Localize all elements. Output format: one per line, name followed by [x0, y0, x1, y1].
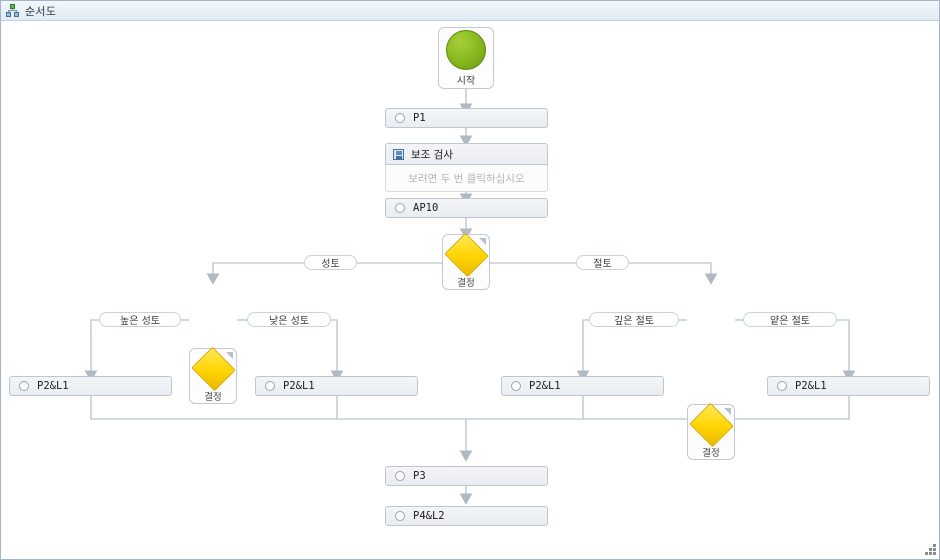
process-node-p4l2[interactable]: P4&L2: [385, 506, 548, 526]
process-label: P4&L2: [413, 510, 445, 522]
node-bullet-icon: [777, 381, 787, 391]
edge-label-shallow-cut: 얕은 절토: [743, 312, 837, 327]
node-bullet-icon: [395, 471, 405, 481]
edge-label-deep-cut: 깊은 절토: [589, 312, 679, 327]
node-bullet-icon: [265, 381, 275, 391]
start-label: 시작: [456, 75, 476, 87]
process-label: P1: [413, 112, 426, 124]
result-node-2[interactable]: P2&L1: [255, 376, 418, 396]
decision-label: 결정: [702, 448, 720, 459]
connector-lines: [84, 89, 856, 505]
decision-corner-marker-icon: [724, 408, 731, 415]
start-circle-icon: [446, 29, 486, 70]
result-node-4[interactable]: P2&L1: [767, 376, 930, 396]
node-bullet-icon: [19, 381, 29, 391]
process-label: AP10: [413, 202, 439, 214]
subprocess-title: 보조 검사: [411, 148, 453, 161]
process-node-p3[interactable]: P3: [385, 466, 548, 486]
result-node-1[interactable]: P2&L1: [9, 376, 172, 396]
edge-label-high-fill: 높은 성토: [99, 312, 181, 327]
decision-label: 결정: [457, 278, 475, 289]
subprocess-node[interactable]: 보조 검사 보려면 두 번 클릭하십시오: [385, 143, 548, 192]
org-chart-icon: [6, 4, 20, 17]
window-titlebar: 순서도: [1, 1, 939, 21]
result-label: P2&L1: [37, 380, 69, 392]
edge-label-fill: 성토: [304, 255, 357, 270]
decision-label: 결정: [204, 392, 222, 403]
start-node[interactable]: 시작: [438, 27, 494, 89]
process-node-p1[interactable]: P1: [385, 108, 548, 128]
result-node-3[interactable]: P2&L1: [501, 376, 664, 396]
node-bullet-icon: [511, 381, 521, 391]
decision-node-main[interactable]: 결정: [442, 232, 490, 290]
result-label: P2&L1: [283, 380, 315, 392]
result-label: P2&L1: [529, 380, 561, 392]
decision-node-right[interactable]: 결정: [687, 402, 735, 460]
node-bullet-icon: [395, 511, 405, 521]
resize-grip-icon[interactable]: [924, 544, 936, 556]
decision-corner-marker-icon: [479, 238, 486, 245]
subprocess-header[interactable]: 보조 검사: [385, 143, 548, 165]
result-label: P2&L1: [795, 380, 827, 392]
flowchart-canvas[interactable]: 시작 P1 보조 검사 보려면 두 번 클릭하십시오 AP10 결정: [1, 21, 939, 559]
process-node-ap10[interactable]: AP10: [385, 198, 548, 218]
decision-corner-marker-icon: [226, 352, 233, 359]
window-title: 순서도: [25, 4, 57, 18]
subprocess-hint-text: 보려면 두 번 클릭하십시오: [408, 172, 525, 185]
process-label: P3: [413, 470, 426, 482]
decision-node-left[interactable]: 결정: [189, 346, 237, 404]
subprocess-icon: [393, 148, 404, 160]
subprocess-body[interactable]: 보려면 두 번 클릭하십시오: [385, 165, 548, 192]
edge-label-cut: 절토: [576, 255, 629, 270]
node-bullet-icon: [395, 203, 405, 213]
node-bullet-icon: [395, 113, 405, 123]
edge-label-low-fill: 낮은 성토: [247, 312, 331, 327]
